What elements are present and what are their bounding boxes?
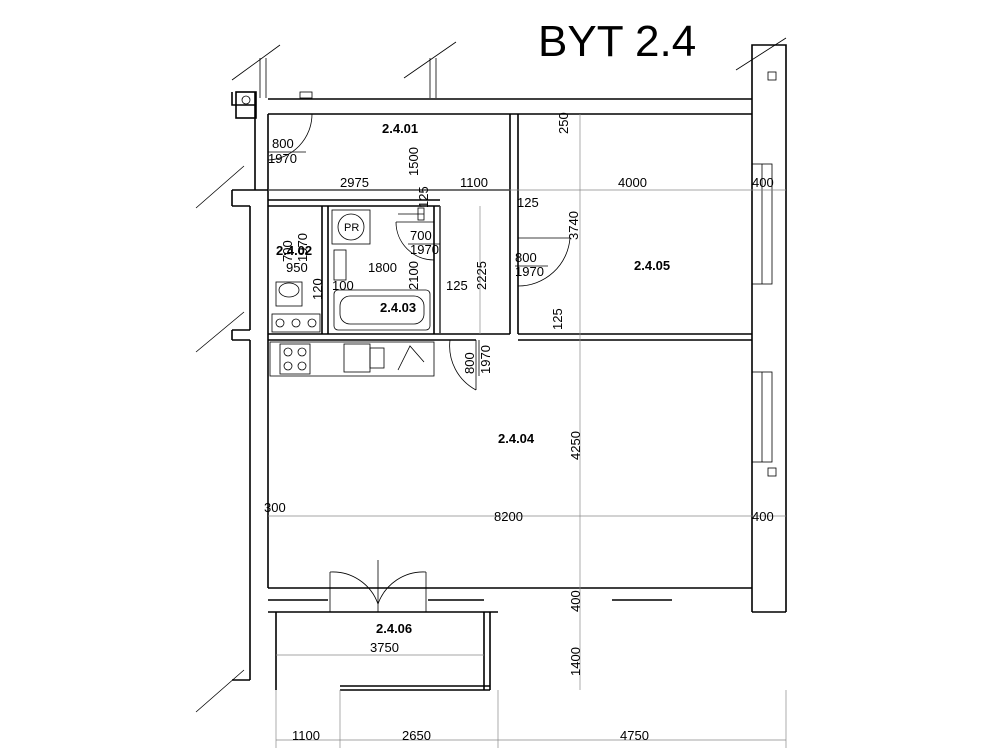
washing-machine-label: PR [344,222,359,234]
room-label-2-4-01: 2.4.01 [382,121,418,136]
room-label-2-4-02: 2.4.02 [276,243,312,258]
dim-125-b: 125 [517,195,539,210]
dim-400-top: 400 [752,175,774,190]
door-bath-width: 700 [410,228,432,243]
walls [195,37,787,713]
room-label-2-4-06: 2.4.06 [376,621,412,636]
dim-2975: 2975 [340,175,369,190]
door-bath-height: 1970 [410,242,439,257]
dim-3750: 3750 [370,640,399,655]
dim-1400: 1400 [568,647,583,676]
door-entry-height: 1970 [268,151,297,166]
dim-2650: 2650 [402,728,431,743]
dim-300: 300 [264,500,286,515]
dim-4250: 4250 [568,431,583,460]
dim-950: 950 [286,260,308,275]
dim-400-right: 400 [752,509,774,524]
door-wc-width: 700 [280,240,295,262]
dim-125-a: 125 [416,186,431,208]
dim-100: 100 [332,278,354,293]
door-bedroom-height: 1970 [515,264,544,279]
dim-250: 250 [556,112,571,134]
dim-2225: 2225 [474,261,489,290]
plan-title: BYT 2.4 [538,17,696,66]
door-entry-width: 800 [272,136,294,151]
dim-125-c: 125 [446,278,468,293]
door-living-width: 800 [462,352,477,374]
doors [267,113,571,612]
dim-3740: 3740 [566,211,581,240]
dim-1100-bottom: 1100 [292,728,320,743]
door-living-height: 1970 [478,345,493,374]
room-label-2-4-04: 2.4.04 [498,431,535,446]
dim-120: 120 [310,278,325,300]
dim-4750: 4750 [620,728,649,743]
dim-4000: 4000 [618,175,647,190]
dim-1800: 1800 [368,260,397,275]
fixtures: PR [269,207,435,377]
dim-400-bottom: 400 [568,590,583,612]
dim-8200: 8200 [494,509,523,524]
door-bedroom-width: 800 [515,250,537,265]
door-wc-height: 1970 [295,233,310,262]
dim-125-d: 125 [550,308,565,330]
dimension-lines [268,114,787,748]
dim-1500: 1500 [406,147,421,176]
dim-2100: 2100 [406,261,421,290]
room-label-2-4-03: 2.4.03 [380,300,416,315]
dim-1100-top: 1100 [460,175,488,190]
room-label-2-4-05: 2.4.05 [634,258,670,273]
